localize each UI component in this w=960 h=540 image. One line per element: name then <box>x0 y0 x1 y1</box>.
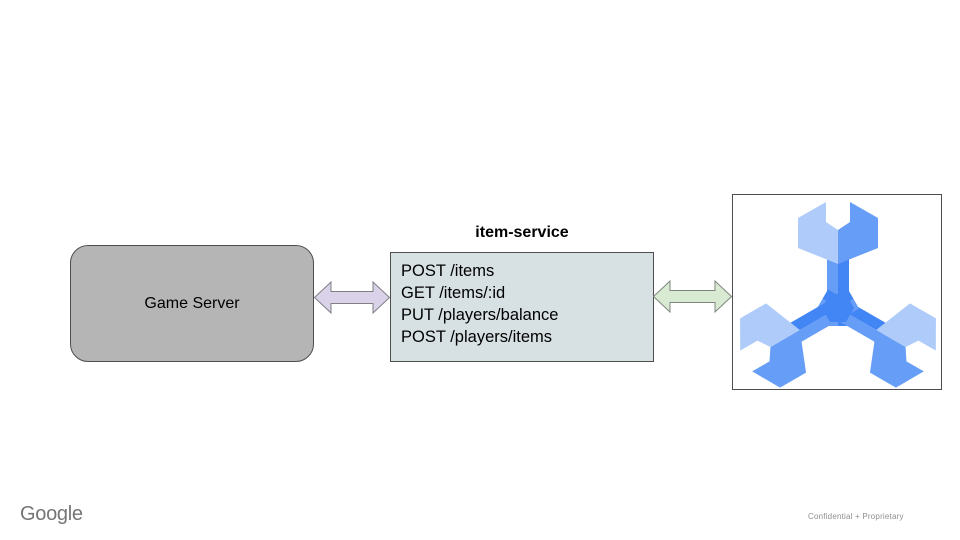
endpoint-put-players-balance: PUT /players/balance <box>401 306 559 324</box>
cloud-spanner-icon <box>740 202 936 388</box>
game-server-node: Game Server <box>70 245 314 362</box>
item-service-to-spanner-arrow <box>653 280 732 313</box>
endpoint-post-items: POST /items <box>401 262 495 280</box>
game-server-to-item-service-arrow <box>314 281 390 314</box>
spanner-node <box>732 194 942 390</box>
endpoint-get-item-by-id: GET /items/:id <box>401 284 506 302</box>
item-service-node: POST /items GET /items/:id PUT /players/… <box>390 252 654 362</box>
confidential-notice: Confidential + Proprietary <box>808 512 904 521</box>
game-server-label: Game Server <box>144 294 240 312</box>
endpoint-post-players-items: POST /players/items <box>401 328 552 346</box>
double-arrow-icon <box>653 280 732 313</box>
item-service-title: item-service <box>475 224 569 241</box>
google-logo: Google <box>20 503 83 525</box>
double-arrow-icon <box>314 281 390 314</box>
